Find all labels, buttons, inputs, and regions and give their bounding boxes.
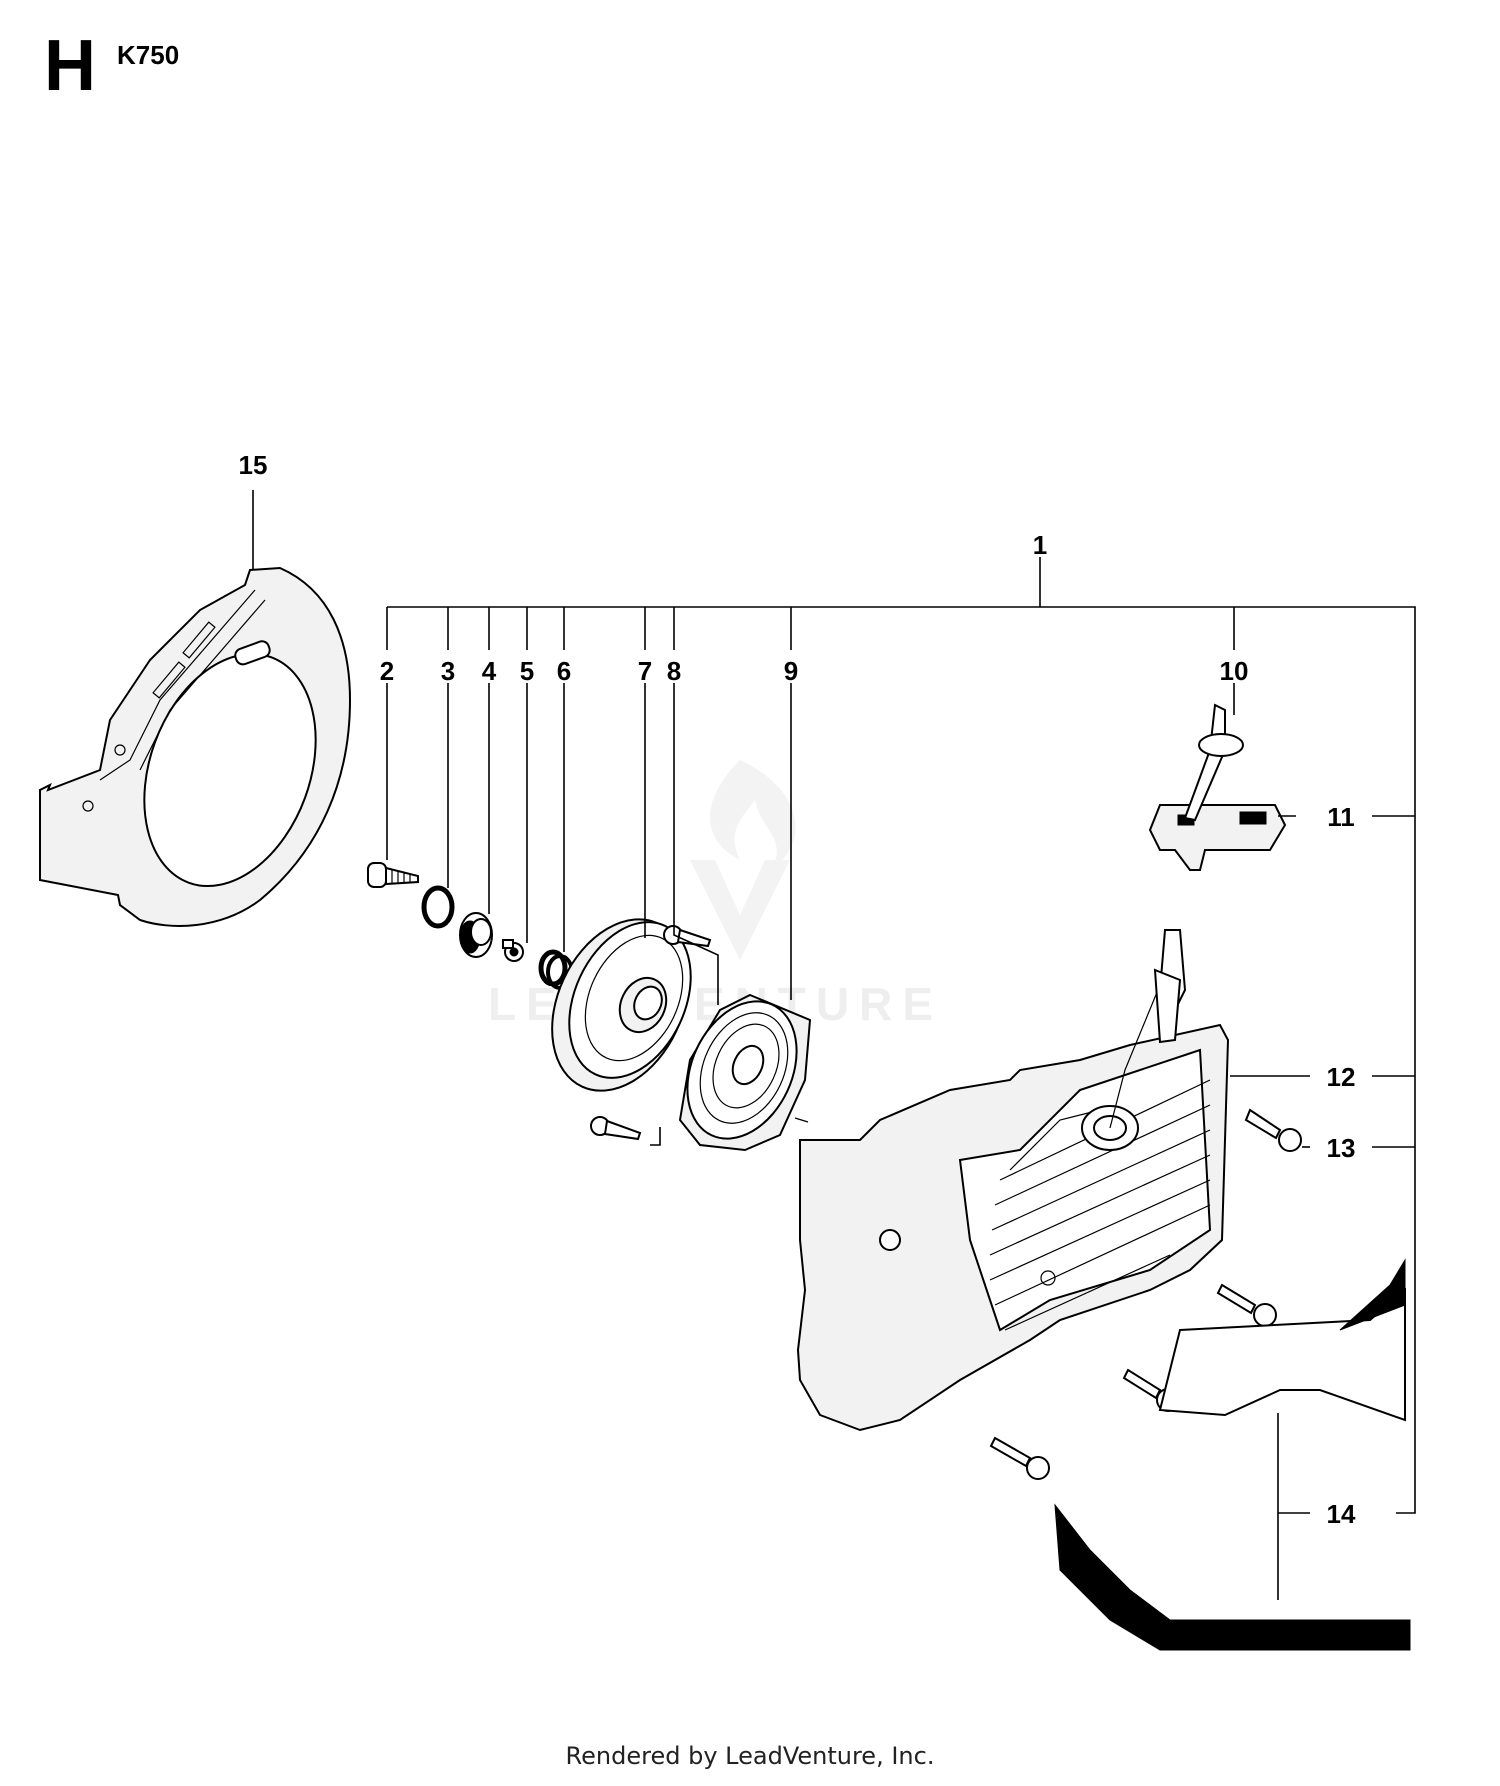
cassette-screw-lower [590,1116,642,1141]
starter-handle [1109,703,1287,1129]
model-label: K750 [117,40,180,70]
callout-14: 14 [1327,1499,1356,1529]
leader-lines [252,490,1416,1600]
callout-5: 5 [520,656,534,686]
callout-10: 10 [1220,656,1249,686]
rope-pulley [551,918,692,1092]
callout-13: 13 [1327,1133,1356,1163]
callout-4: 4 [482,656,497,686]
cover-screw [1244,1108,1302,1152]
footer-credit: Rendered by LeadVenture, Inc. [565,1742,935,1770]
small-washer [502,939,524,962]
callout-12: 12 [1327,1062,1356,1092]
callout-9: 9 [784,656,798,686]
watermark: LEADVENTURE [488,760,933,1030]
screw-a [1216,1283,1277,1327]
center-screw [367,862,419,888]
starter-cover [796,1023,1230,1432]
callout-1: 1 [1033,530,1047,560]
spring-cassette [678,993,812,1152]
callout-7: 7 [638,656,652,686]
screw-c [989,1436,1050,1480]
callout-3: 3 [441,656,455,686]
fan-housing-cover [39,566,352,927]
callout-11: 11 [1327,802,1355,832]
cover-plate [1054,1258,1411,1651]
callout-6: 6 [557,656,571,686]
section-letter: H [44,26,96,106]
callout-8: 8 [667,656,681,686]
bushing [459,912,493,958]
callout-15: 15 [239,450,268,480]
cassette-screw-upper [663,925,712,948]
callout-2: 2 [380,656,394,686]
washer-ring [421,885,455,929]
callout-labels: 15 1 2 3 4 5 6 7 8 9 10 11 12 13 14 [239,450,1356,1529]
